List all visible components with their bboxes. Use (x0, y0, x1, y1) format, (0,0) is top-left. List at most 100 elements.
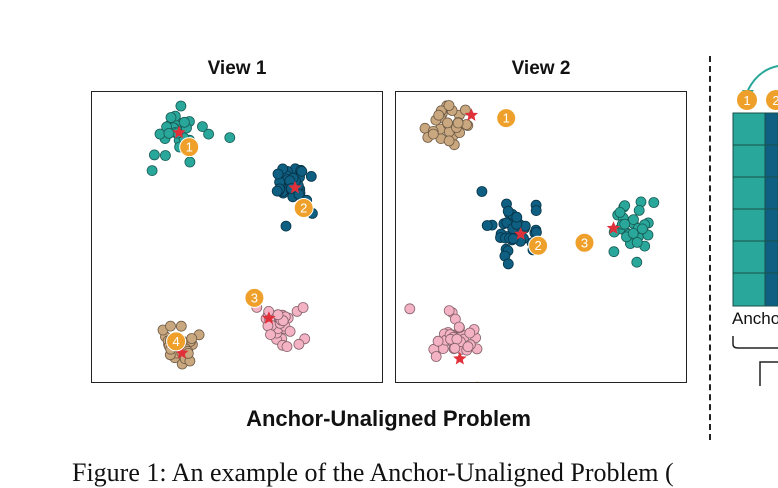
view1-title: View 1 (207, 58, 267, 79)
data-point (165, 320, 176, 332)
data-point (280, 220, 292, 232)
anchor-badge-label: 3 (581, 235, 588, 250)
figure-caption: Figure 1: An example of the Anchor-Unali… (72, 458, 674, 487)
anchor-badge-label: 2 (534, 238, 541, 253)
data-point (443, 305, 455, 317)
anchor-badge (574, 232, 595, 253)
anchor-star-icon (453, 351, 467, 365)
anchor-badge (179, 137, 200, 158)
cluster-2 (476, 186, 542, 270)
cluster-2 (271, 163, 318, 232)
data-point (530, 226, 542, 238)
anchor-star-icon (606, 221, 621, 234)
anchor-badge (472, 380, 483, 382)
data-point (464, 327, 476, 339)
data-point (186, 333, 198, 344)
data-point (284, 325, 296, 337)
data-point (404, 303, 416, 315)
dashed-divider (709, 56, 711, 440)
anchor-badge (496, 108, 517, 129)
cluster-3 (608, 196, 660, 268)
data-point (160, 150, 171, 161)
badge-1-label: 1 (743, 93, 750, 108)
data-point (265, 329, 276, 341)
view2-title: View 2 (511, 58, 571, 79)
data-point (631, 256, 643, 268)
data-point (184, 156, 196, 168)
data-point (430, 351, 442, 362)
data-point (462, 341, 474, 353)
data-point (305, 171, 317, 182)
anchor-star-icon (464, 108, 479, 121)
data-point (175, 100, 187, 112)
data-point (272, 168, 284, 180)
anchor-unaligned-caption: Anchor-Unaligned Problem (246, 406, 531, 431)
anchor-badge-label: 1 (503, 111, 510, 126)
data-point (648, 197, 660, 208)
data-point (293, 338, 305, 350)
anchor-star-icon (172, 125, 186, 139)
data-point (519, 220, 531, 232)
anchor-star-icon (514, 227, 528, 240)
anchor-star-icon (288, 180, 302, 194)
data-point (608, 246, 620, 258)
anchor-badge (293, 198, 314, 218)
data-point (452, 117, 464, 129)
data-point (175, 320, 187, 332)
data-point (481, 220, 493, 231)
brace-icon (732, 336, 778, 349)
anchor-star-icon (262, 311, 276, 324)
data-point (442, 117, 453, 129)
anchor-star-icon (175, 346, 189, 359)
data-point (432, 335, 444, 347)
curved-arrow-icon (747, 65, 778, 91)
anchor-badge-label: 3 (251, 290, 258, 305)
data-point (281, 341, 293, 353)
anchor-badge-label: 1 (186, 140, 193, 155)
data-point (297, 302, 309, 313)
badge-circle (766, 90, 778, 110)
data-point (502, 205, 514, 217)
anchor-label: Ancho (732, 309, 778, 328)
data-point (636, 223, 648, 235)
anchor-badge (166, 331, 187, 352)
badge-2-label: 2 (772, 93, 778, 108)
anchor-badge-label: 2 (300, 201, 307, 216)
data-point (433, 109, 445, 121)
data-point (511, 211, 523, 223)
data-point (633, 205, 645, 216)
data-point (271, 185, 283, 197)
cluster-3 (251, 301, 311, 353)
data-point (627, 227, 639, 239)
anchor-matrix-grid (732, 112, 778, 307)
data-point (449, 342, 461, 354)
data-point (165, 112, 177, 123)
cluster-1 (419, 100, 474, 151)
data-point (614, 207, 626, 218)
box-outline (759, 361, 778, 386)
data-point (443, 100, 455, 111)
anchor-badge (528, 235, 549, 256)
data-point (163, 128, 175, 139)
data-point (296, 165, 308, 177)
data-point (453, 321, 465, 333)
data-point (451, 333, 463, 345)
badge-circle (737, 90, 757, 110)
data-point (507, 233, 519, 245)
anchor-badge (244, 287, 265, 308)
cluster-4 (404, 303, 483, 362)
anchor-matrix-panel: 1 2 (732, 65, 778, 386)
data-point (628, 214, 639, 225)
data-point (179, 116, 190, 128)
data-point (631, 236, 643, 248)
data-point (197, 121, 208, 132)
data-point (619, 218, 631, 230)
data-point (272, 309, 284, 321)
data-point (149, 149, 160, 161)
data-point (460, 104, 471, 116)
data-point (427, 128, 439, 140)
